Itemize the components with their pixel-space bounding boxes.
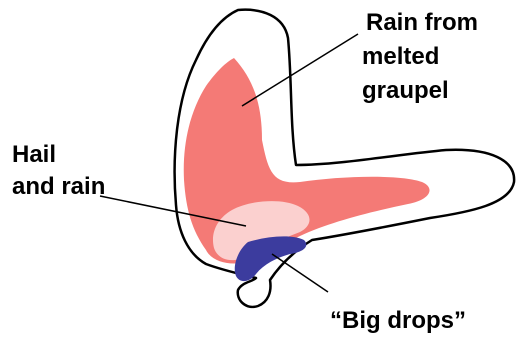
label-hail-line1: Hail (12, 141, 56, 168)
label-rain-from-line1: Rain from (366, 9, 478, 36)
label-rain-from-line3: graupel (362, 77, 449, 104)
label-rain-from-graupel: Rain from melted graupel (362, 9, 485, 104)
label-hail-line2: and rain (12, 173, 105, 200)
leader-line-big-drops (272, 254, 328, 292)
label-hail-and-rain: Hail and rain (12, 141, 105, 200)
label-big-drops: “Big drops” (330, 307, 466, 334)
label-rain-from-line2: melted (362, 43, 439, 70)
